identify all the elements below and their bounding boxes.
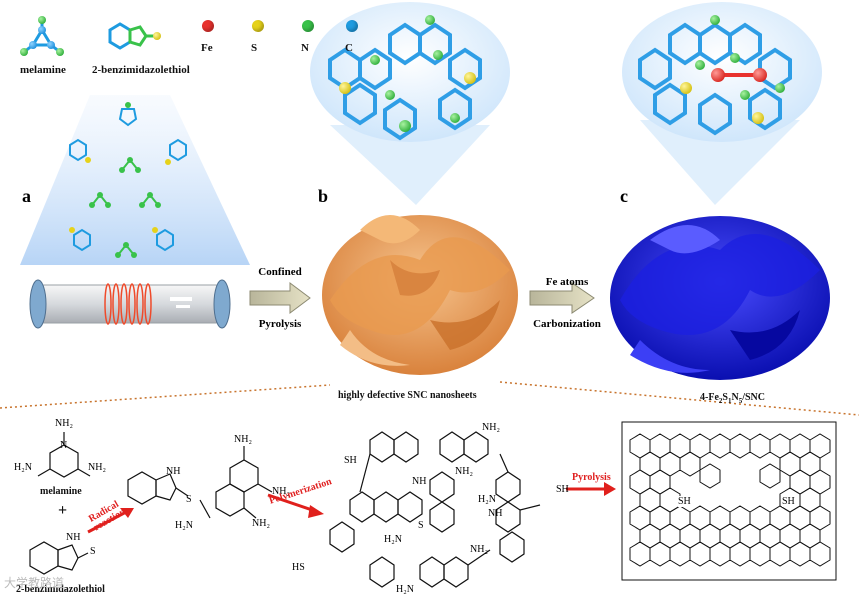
watermark: 大学教路道 (4, 576, 65, 590)
int-nh: NH (166, 466, 181, 477)
caption-c-sub3: 5 (738, 397, 743, 405)
poly-nh-2: NH (488, 508, 503, 519)
legend-atom-c-label: C (345, 42, 353, 54)
tube-furnace (29, 279, 231, 329)
arrow-a-to-b (249, 282, 311, 314)
separator-left (0, 384, 331, 409)
int-s: S (186, 494, 192, 505)
poly-nh2-low: NH₂ (470, 544, 488, 555)
fe-lattice-c (622, 2, 822, 142)
reaction-arrow-2 (267, 493, 324, 518)
poly-hs: HS (292, 562, 305, 573)
polymer-structure (329, 431, 541, 588)
benz-s: S (90, 546, 96, 557)
melamine-structure (37, 432, 91, 478)
melamine-right-nh2: NH₂ (88, 462, 106, 473)
caption-b: highly defective SNC nanosheets (338, 390, 477, 401)
melamine-n-1: N (60, 440, 68, 451)
poly-h2n-bottom: H₂N (396, 584, 414, 595)
intermediate-structure (127, 446, 273, 519)
blue-nanosheets (610, 216, 830, 380)
defective-lattice-b (310, 2, 510, 142)
benz-nh: NH (66, 532, 81, 543)
poly-h2n-2: H₂N (384, 534, 402, 545)
legend-atom-fe-icon (202, 20, 214, 32)
plus-sign: + (58, 502, 68, 519)
melamine-top-nh2: NH₂ (55, 418, 73, 429)
arrow2-line2: Carbonization (533, 318, 601, 330)
caption-c-sub2: 1 (727, 397, 732, 405)
floating-molecules (69, 102, 187, 258)
zoom-cone-b (330, 125, 490, 205)
caption-c-main: 4-Fe (700, 392, 719, 403)
reaction-arrow-1 (87, 508, 134, 534)
caption-c: 4-Fe2S1N5/SNC (700, 392, 765, 405)
panel-a-label: a (22, 186, 31, 206)
legend-atom-s-icon (252, 20, 264, 32)
poly-sh-2: SH (556, 484, 569, 495)
poly-s: S (418, 520, 424, 531)
legend-atom-n-label: N (301, 42, 309, 54)
int-top-nh2: NH₂ (234, 434, 252, 445)
reactant2-label: 2-benzimidazolethiol (16, 584, 105, 595)
poly-nh2-mid: NH₂ (455, 466, 473, 477)
separator-right (499, 381, 859, 416)
caption-c-mid1: S (722, 392, 728, 403)
arrow1-line1: Confined (258, 266, 302, 278)
poly-sh-1: SH (344, 455, 357, 466)
product-sh-1: SH (678, 496, 691, 507)
melamine-molecule-icon (20, 16, 64, 56)
int-bottom-nh2: NH₂ (252, 518, 270, 529)
caption-c-mid2: N (731, 392, 739, 403)
legend-atom-n-icon (302, 20, 314, 32)
benzimidazolethiol-structure (29, 541, 89, 575)
int-h2n: H₂N (175, 520, 193, 531)
caption-c-sub1: 2 (718, 397, 723, 405)
panel-b-label: b (318, 186, 329, 206)
benzimidazolethiol-molecule-icon (108, 22, 161, 50)
melamine-left-nh2: H₂N (14, 462, 32, 473)
product-sh-2: SH (782, 496, 795, 507)
reactant1-label: melamine (40, 486, 82, 497)
legend-melamine-label: melamine (20, 64, 66, 76)
arrow1-line2: Pyrolysis (258, 318, 302, 330)
step3-label: Pyrolysis (572, 472, 611, 483)
orange-nanosheets (322, 215, 518, 375)
int-right-nh2: NH₂ (272, 486, 290, 497)
graphene-product-structure (621, 421, 837, 581)
poly-nh: NH (412, 476, 427, 487)
legend-atom-s-label: S (251, 42, 258, 54)
poly-nh2-top: NH₂ (482, 422, 500, 433)
arrow-b-to-c (529, 282, 595, 314)
legend-benzimidazolethiol-label: 2-benzimidazolethiol (92, 64, 190, 76)
poly-h2n: H₂N (478, 494, 496, 505)
reaction-arrow-3 (566, 482, 616, 496)
arrow2-line1: Fe atoms (545, 276, 589, 288)
precursor-beam (20, 95, 250, 265)
panel-c-label: c (620, 186, 628, 206)
legend-atom-fe-label: Fe (201, 42, 213, 54)
caption-c-tail: /SNC (742, 392, 765, 403)
zoom-cone-c (640, 120, 800, 205)
legend-atom-c-icon (346, 20, 358, 32)
